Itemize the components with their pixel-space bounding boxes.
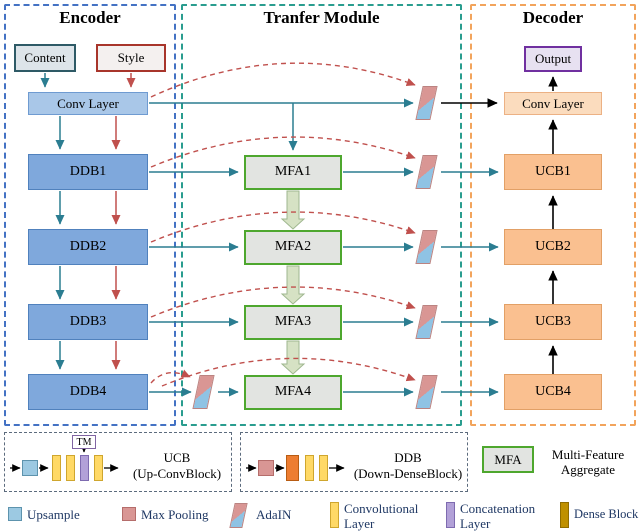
max-pooling-icon [258,460,274,476]
ucb2-block: UCB2 [504,229,602,265]
output-box: Output [524,46,582,72]
conv-key-label-line2: Layer [344,516,375,531]
style-input-box: Style [96,44,166,72]
mfa1-block: MFA1 [244,155,342,190]
concat-key-label-line1: Concatenation [460,501,536,516]
mfa-legend-box: MFA [482,446,534,473]
upsample-key-label: Upsample [27,507,80,522]
conv-layer-icon [305,455,314,481]
conv-layer-icon [94,455,103,481]
conv-layer-icon [52,455,61,481]
ddb-legend-label-line2: (Down-DenseBlock) [353,466,463,481]
content-input-box: Content [14,44,76,72]
ucb-legend-label-line2: (Up-ConvBlock) [132,466,222,481]
dense-block-icon [286,455,299,481]
decoder-title: Decoder [522,8,584,27]
ucb3-block: UCB3 [504,304,602,340]
tm-input-box: TM [72,435,96,449]
ucb-legend-frame [4,432,232,492]
mfa-legend-label-line2: Aggregate [560,462,616,477]
dense-key-label: Dense Block [574,507,639,521]
max-pooling-key-label: Max Pooling [141,507,209,522]
ddb-legend-label-line1: DDB [394,450,422,465]
ddb4-block: DDB4 [28,374,148,410]
concatenation-layer-icon [446,502,455,528]
ddb3-block: DDB3 [28,304,148,340]
conv-layer-icon [66,455,75,481]
encoder-conv-layer-block: Conv Layer [28,92,148,115]
upsample-icon [22,460,38,476]
conv-key-label-line1: Convolutional [344,501,419,516]
transfer-module-section-frame [181,4,462,426]
conv-layer-icon [319,455,328,481]
mfa4-block: MFA4 [244,375,342,410]
mfa2-block: MFA2 [244,230,342,265]
mfa-legend-label-line1: Multi-Feature [551,447,625,462]
conv-layer-icon [330,502,339,528]
adain-key-label: AdaIN [256,507,292,522]
ddb1-block: DDB1 [28,154,148,190]
concat-key-label-line2: Layer [460,516,491,531]
dense-block-icon [560,502,569,528]
transfer-module-title: Tranfer Module [263,8,380,27]
max-pooling-icon [122,507,136,521]
mfa3-block: MFA3 [244,305,342,340]
adain-icon [229,503,248,528]
upsample-icon [8,507,22,521]
ucb4-block: UCB4 [504,374,602,410]
ddb-legend-frame [240,432,468,492]
ucb1-block: UCB1 [504,154,602,190]
concatenation-layer-icon [80,455,89,481]
ddb2-block: DDB2 [28,229,148,265]
decoder-conv-layer-block: Conv Layer [504,92,602,115]
encoder-title: Encoder [59,8,121,27]
ucb-legend-label-line1: UCB [163,450,191,465]
decoder-section-frame [470,4,636,426]
